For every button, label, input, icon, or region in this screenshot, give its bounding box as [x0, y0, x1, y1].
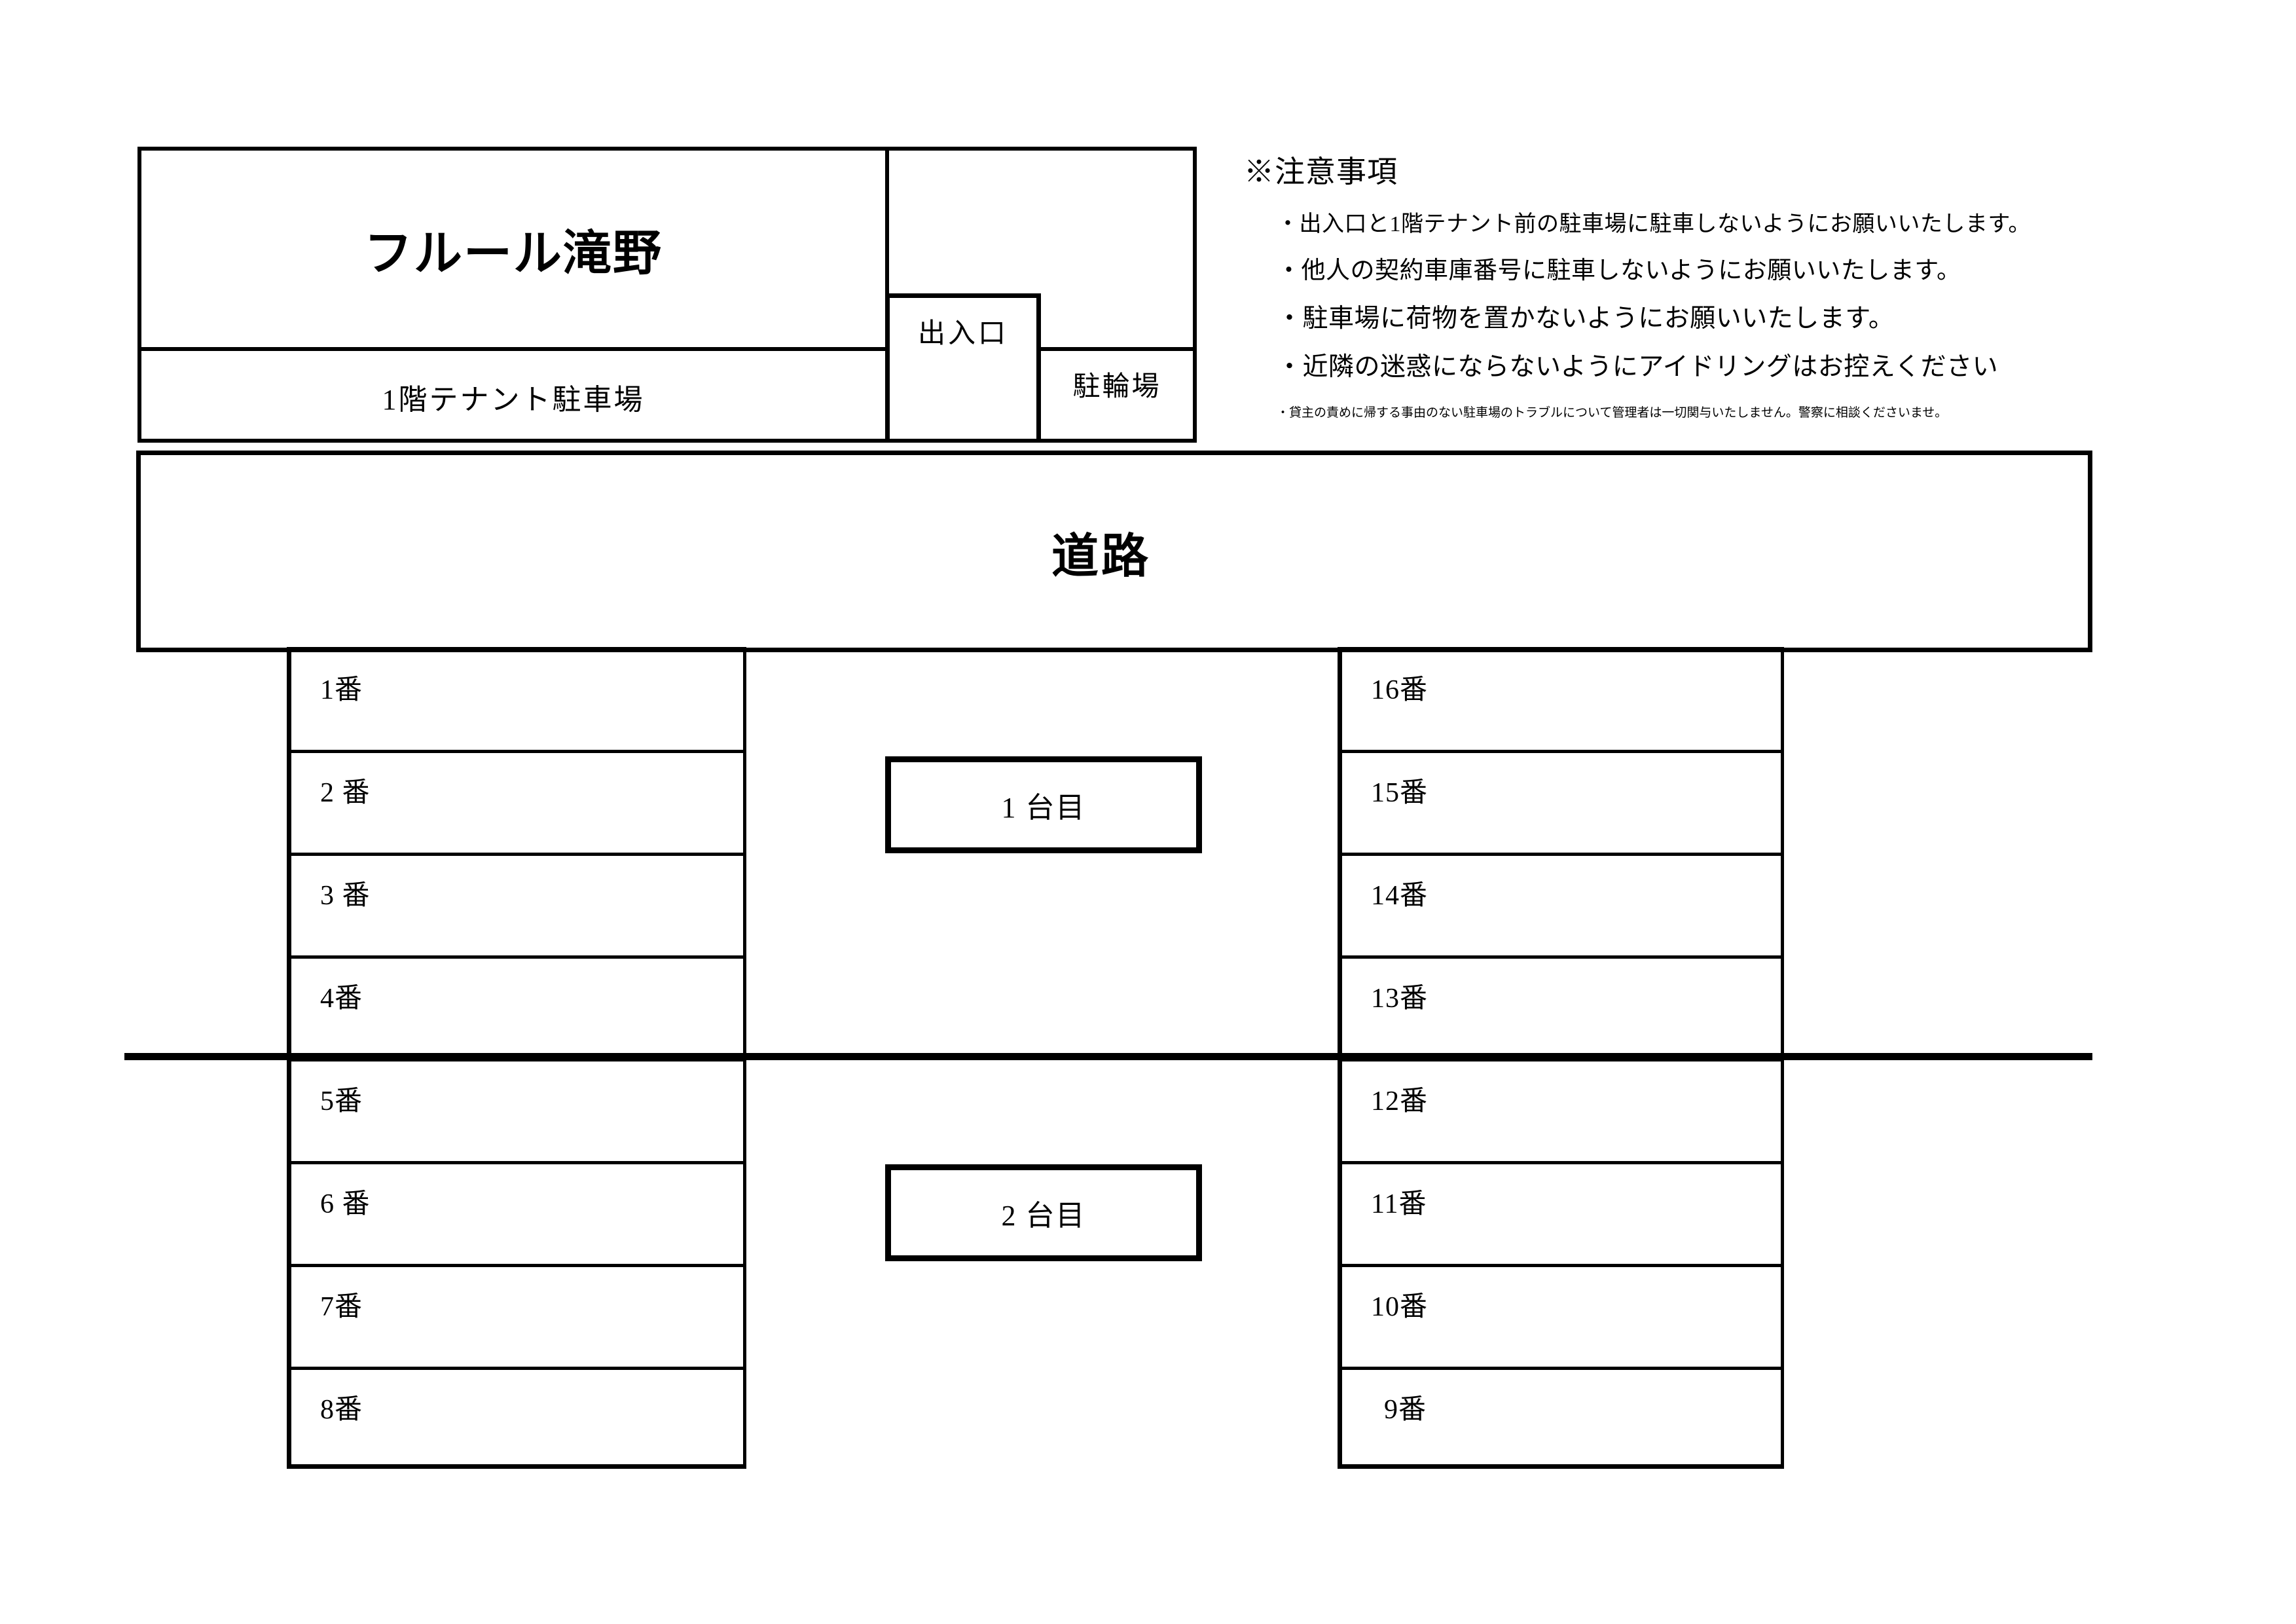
entrance-cell-left-border	[885, 293, 890, 443]
stall-right-13: 13番	[1338, 955, 1784, 1056]
stall-left-1: 1番	[287, 647, 746, 750]
notice-fine-print: ・貸主の責めに帰する事由のない駐車場のトラブルについて管理者は一切関与いたしませ…	[1277, 406, 1948, 420]
notice-item: ・他人の契約車庫番号に駐車しないようにお願いいたします。	[1277, 257, 1961, 284]
center-box-label: 1 台目	[1001, 792, 1086, 824]
stall-right-16: 16番	[1338, 647, 1784, 750]
notice-panel: ※注意事項 ・出入口と1階テナント前の駐車場に駐車しないようにお願いいたします。…	[1244, 148, 2095, 436]
notice-item: ・近隣の迷惑にならないようにアイドリングはお控えください	[1277, 353, 1999, 381]
stall-left-5: 5番	[287, 1058, 746, 1161]
entrance-label: 出入口	[917, 318, 1008, 349]
center-box-first-vehicle: 1 台目	[885, 756, 1202, 853]
header-horizontal-divider	[137, 347, 889, 351]
center-box-second-vehicle: 2 台目	[885, 1164, 1202, 1261]
stall-label: 8番	[320, 1395, 363, 1425]
stall-left-4: 4番	[287, 955, 746, 1056]
entrance-cell-top-border	[885, 293, 1041, 298]
stall-label: 4番	[320, 984, 363, 1014]
stall-label: 10番	[1371, 1292, 1429, 1322]
bicycle-parking-label: 駐輪場	[1072, 371, 1161, 402]
stall-label: 1番	[320, 675, 363, 705]
aisle-divider	[124, 1053, 2092, 1060]
stall-right-15: 15番	[1338, 750, 1784, 853]
stall-label: 12番	[1371, 1086, 1429, 1116]
bicycle-cell-top-border	[1036, 347, 1197, 351]
stall-label: 15番	[1371, 778, 1429, 808]
stall-right-12: 12番	[1338, 1058, 1784, 1161]
stall-label: 13番	[1371, 984, 1429, 1014]
stall-left-6: 6 番	[287, 1161, 746, 1264]
stall-label: 7番	[320, 1292, 363, 1322]
notice-item: ・駐車場に荷物を置かないようにお願いいたします。	[1277, 304, 1895, 333]
stall-label: 2 番	[320, 778, 371, 808]
stall-left-7: 7番	[287, 1264, 746, 1367]
building-name: フルール滝野	[364, 225, 663, 282]
stall-right-11: 11番	[1338, 1161, 1784, 1264]
road-area: 道路	[136, 451, 2092, 652]
notice-item: ・出入口と1階テナント前の駐車場に駐車しないようにお願いいたします。	[1277, 212, 2031, 236]
stall-label: 9番	[1384, 1395, 1427, 1425]
stall-right-14: 14番	[1338, 853, 1784, 955]
stall-label: 16番	[1371, 675, 1429, 705]
stall-right-9: 9番	[1338, 1367, 1784, 1469]
stall-label: 6 番	[320, 1189, 371, 1219]
stall-label: 14番	[1371, 881, 1429, 911]
stall-label: 3 番	[320, 881, 371, 911]
stall-label: 11番	[1371, 1189, 1427, 1219]
center-box-label: 2 台目	[1001, 1200, 1086, 1232]
stall-right-10: 10番	[1338, 1264, 1784, 1367]
notice-list: ・出入口と1階テナント前の駐車場に駐車しないようにお願いいたします。 ・他人の契…	[1244, 213, 2095, 380]
tenant-parking-label: 1階テナント駐車場	[382, 384, 645, 416]
entrance-cell-right-border	[1036, 293, 1041, 443]
stall-label: 5番	[320, 1086, 363, 1116]
stall-left-8: 8番	[287, 1367, 746, 1469]
road-label: 道路	[1051, 528, 1151, 583]
notice-title: ※注意事項	[1244, 155, 1398, 189]
stall-left-2: 2 番	[287, 750, 746, 853]
stall-left-3: 3 番	[287, 853, 746, 955]
building-header-table	[137, 147, 1197, 443]
